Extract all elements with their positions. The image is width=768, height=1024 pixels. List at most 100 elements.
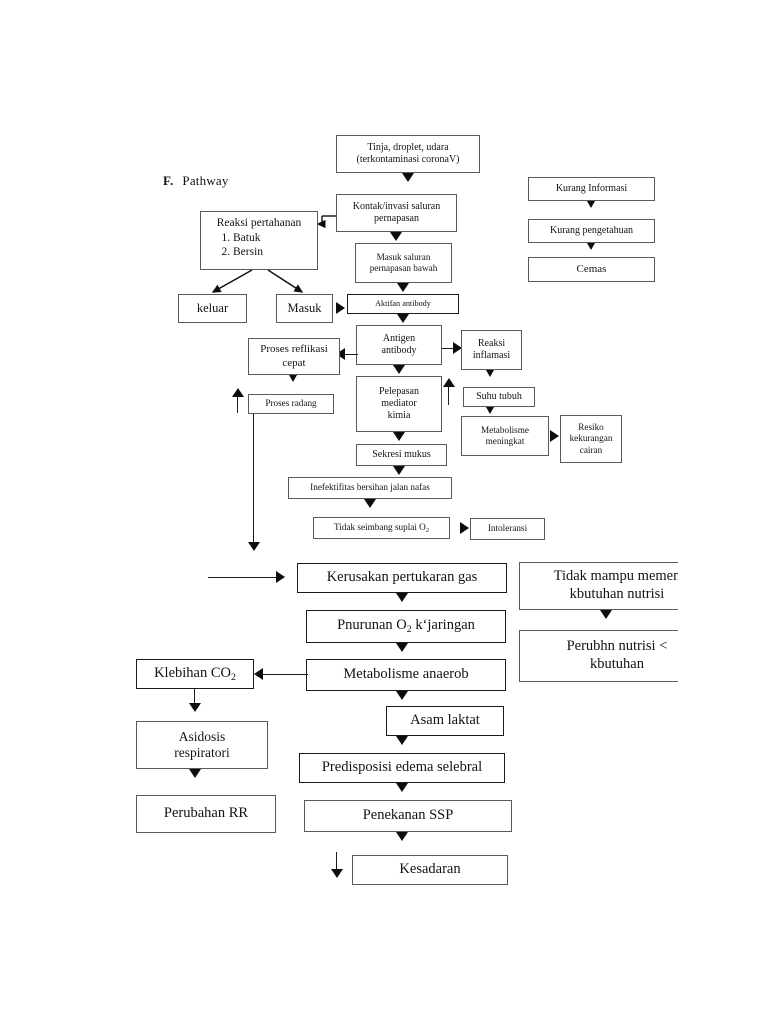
list-item: Bersin: [233, 245, 311, 259]
indicator-radang-up-arrow: [232, 388, 244, 397]
node-asam-laktat: Asam laktat: [386, 706, 504, 736]
node-kurang-pengetahuan: Kurang pengetahuan: [528, 219, 655, 243]
arrow-masuk-saluran-to-aktifan: [397, 283, 409, 292]
node-sumber-line2: (terkontaminasi coronaV): [356, 154, 460, 165]
node-reflikasi-line2: cepat: [282, 356, 306, 369]
arrow-masuk-to-aktifan: [336, 302, 345, 314]
arrow-inflamasi-to-suhu: [486, 370, 494, 377]
node-kontak-invasi: Kontak/invasi saluran pernapasan: [336, 194, 457, 232]
node-aktifan-antibody-label: Aktifan antibody: [375, 299, 431, 308]
indicator-radang-up-stem: [237, 395, 239, 413]
section-label: F.: [163, 173, 174, 188]
node-kontak-line2: pernapasan: [374, 213, 419, 224]
node-masuk-label: Masuk: [287, 300, 322, 315]
arrow-inefektifitas-to-tidakseimbang: [364, 499, 376, 508]
node-inflamasi-line2: inflamasi: [472, 350, 511, 361]
node-keluar: keluar: [178, 294, 247, 323]
arrow-penekanan-to-kesadaran: [396, 832, 408, 841]
node-sumber-line1: Tinja, droplet, udara: [367, 141, 449, 153]
node-reflikasi-line1: Proses reflikasi: [260, 343, 328, 356]
node-perubhn-line1: Perubhn nutrisi <: [566, 638, 668, 655]
node-proses-radang-label: Proses radang: [265, 398, 317, 409]
node-asam-laktat-label: Asam laktat: [410, 712, 480, 729]
node-metabolisme-meningkat-line2: meningkat: [485, 436, 525, 446]
node-tidak-mampu-line1: Tidak mampu memen: [553, 568, 681, 585]
node-inefektifitas-label: Inefektifitas bersihan jalan nafas: [310, 482, 430, 493]
node-inflamasi-line1: Reaksi: [477, 337, 506, 349]
connector-reaksi-to-masuk: [267, 269, 304, 293]
connector-radang-down-long: [253, 414, 255, 546]
node-reaksi-pertahanan-list: Batuk Bersin: [207, 231, 311, 259]
node-metabolisme-meningkat: Metabolisme meningkat: [461, 416, 549, 456]
arrow-predisposisi-to-penekanan: [396, 783, 408, 792]
arrow-metabolisme-to-resiko: [550, 430, 559, 442]
node-pelepasan-mediator-kimia: Pelepasan mediator kimia: [356, 376, 442, 432]
node-proses-radang: Proses radang: [248, 394, 334, 414]
node-pnurunan-suffix: k‘jaringan: [411, 617, 475, 634]
arrow-sekresi-to-inefektifitas: [393, 466, 405, 475]
node-antigen-line2: antibody: [381, 345, 417, 356]
node-asidosis-line2: respiratori: [174, 745, 230, 760]
node-kurang-informasi: Kurang Informasi: [528, 177, 655, 201]
node-suhu-tubuh: Suhu tubuh: [463, 387, 535, 407]
arrow-left-into-kerusakan: [276, 571, 285, 583]
arrow-kontak-to-masuk-saluran: [390, 232, 402, 241]
arrow-suhu-to-metabolisme: [486, 407, 494, 414]
node-asidosis-line1: Asidosis: [178, 728, 226, 744]
connector-klebihan-to-asidosis: [194, 689, 196, 705]
node-suhu-tubuh-label: Suhu tubuh: [476, 390, 522, 402]
node-kesadaran: Kesadaran: [352, 855, 508, 885]
connector-anaerob-to-klebihan: [262, 674, 308, 676]
node-kurang-informasi-label: Kurang Informasi: [555, 182, 628, 194]
arrow-antigen-to-reflikasi: [336, 348, 345, 360]
arrow-reflikasi-to-radang: [289, 375, 297, 382]
arrow-antigen-to-pelepasan: [393, 365, 405, 374]
node-klebihan-co2: Klebihan CO2: [136, 659, 254, 689]
node-cemas: Cemas: [528, 257, 655, 282]
node-tidak-seimbang-label: Tidak seimbang suplai O: [334, 521, 426, 532]
node-keluar-label: keluar: [196, 300, 229, 315]
node-cemas-label: Cemas: [576, 262, 607, 275]
arrow-pelepasan-to-sekresi: [393, 432, 405, 441]
node-resiko-line3: cairan: [579, 444, 603, 455]
node-metabolisme-anaerob-label: Metabolisme anaerob: [343, 666, 469, 683]
arrow-informasi-to-pengetahuan: [587, 201, 595, 208]
node-tidak-mampu-line2: kbutuhan nutrisi: [569, 586, 665, 602]
node-kerusakan-label: Kerusakan pertukaran gas: [326, 569, 478, 586]
node-penekanan-ssp: Penekanan SSP: [304, 800, 512, 832]
node-kontak-line1: Kontak/invasi saluran: [352, 200, 441, 212]
node-pelepasan-line2: mediator: [381, 397, 417, 409]
list-item: Batuk: [233, 231, 311, 245]
node-predisposisi-edema-selebral: Predisposisi edema selebral: [299, 753, 505, 783]
arrow-asidosis-to-perubahanrr: [189, 769, 201, 778]
indicator-kesadaran-down-arrow: [331, 869, 343, 878]
node-klebihan-subscript: 2: [231, 671, 236, 683]
node-sekresi-mukus-label: Sekresi mukus: [372, 448, 431, 460]
node-perubhn-line2: kbutuhan: [590, 656, 644, 672]
arrow-aktifan-to-antigen: [397, 314, 409, 323]
connector-antigen-to-inflamasi: [442, 348, 454, 350]
node-masuk-saluran-line2: pernapasan bawah: [369, 263, 438, 273]
node-masuk: Masuk: [276, 294, 333, 323]
node-aktifan-antibody: Aktifan antibody: [347, 294, 459, 314]
section-heading: F.Pathway: [163, 173, 229, 189]
node-intoleransi-label: Intoleransi: [487, 523, 528, 534]
node-penekanan-ssp-label: Penekanan SSP: [362, 807, 454, 824]
arrow-anaerob-to-klebihan: [254, 668, 263, 680]
node-pnurunan-o2-jaringan: Pnurunan O2 k‘jaringan: [306, 610, 506, 643]
arrow-sumber-to-kontak: [402, 173, 414, 182]
indicator-suhu-up-stem: [448, 385, 450, 405]
connector-left-into-kerusakan: [208, 577, 278, 579]
indicator-kesadaran-down-stem: [336, 852, 338, 872]
connector-reaksi-to-keluar: [211, 269, 253, 293]
arrow-klebihan-to-asidosis: [189, 703, 201, 712]
node-reaksi-pertahanan-title: Reaksi pertahanan: [216, 217, 302, 229]
node-intoleransi: Intoleransi: [470, 518, 545, 540]
node-pnurunan-subscript: 2: [406, 623, 412, 635]
node-resiko-line2: kekurangan: [569, 433, 613, 444]
node-reaksi-pertahanan: Reaksi pertahanan Batuk Bersin: [200, 211, 318, 270]
node-metabolisme-meningkat-line1: Metabolisme: [481, 424, 529, 435]
node-proses-reflikasi-cepat: Proses reflikasi cepat: [248, 338, 340, 375]
page-right-clip-mask: [678, 540, 768, 710]
node-reaksi-inflamasi: Reaksi inflamasi: [461, 330, 522, 370]
